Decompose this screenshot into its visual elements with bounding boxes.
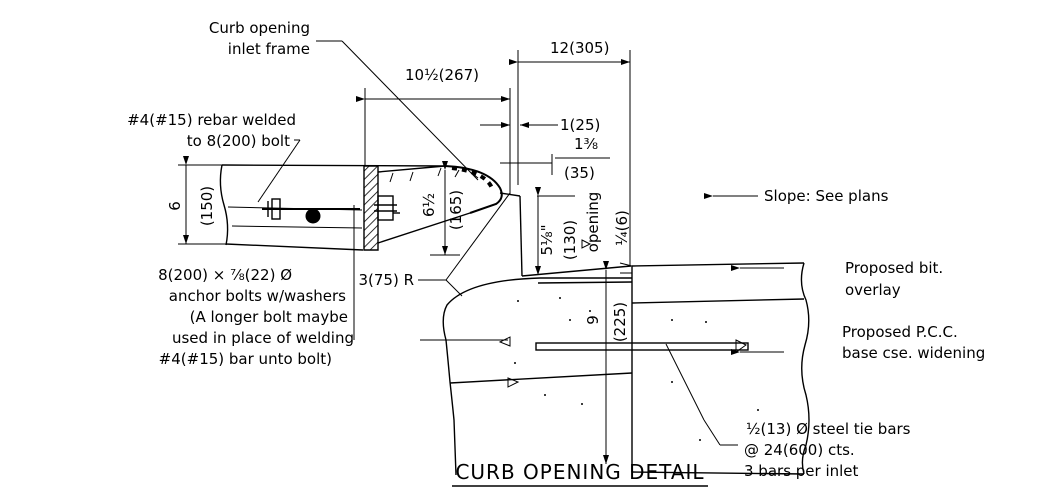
label-anchor-2: anchor bolts w/washers (169, 287, 346, 305)
label-pcc-1: Proposed P.C.C. (842, 323, 958, 341)
rebar-dot (305, 208, 321, 224)
dim-165-b: (165) (447, 190, 465, 230)
dim-35-bottom: (35) (564, 164, 595, 182)
inlet-frame (363, 165, 503, 251)
label-pcc-2: base cse. widening (842, 344, 985, 362)
dim-25: 1(25) (560, 116, 600, 134)
label-anchor-3: (A longer bolt maybe (190, 308, 348, 326)
dim-305: 12(305) (550, 39, 609, 57)
dim-267: 10½(267) (405, 66, 479, 84)
drawing-title: CURB OPENING DETAIL (452, 460, 708, 487)
label-slope: Slope: See plans (764, 187, 889, 205)
label-curb-frame-2: inlet frame (228, 40, 310, 58)
label-tie-2: @ 24(600) cts. (744, 441, 855, 459)
label-overlay-2: overlay (845, 281, 901, 299)
label-radius: 3(75) R (358, 271, 414, 289)
title-text: CURB OPENING DETAIL (455, 460, 704, 484)
leader-lines (257, 40, 784, 446)
dimension-text: 12(305) 10½(267) 1(25) 1⅜ (35) 6 (150) 6… (166, 39, 631, 342)
dim-150-b: (150) (198, 186, 216, 226)
dim-35-top: 1⅜ (574, 135, 598, 153)
labels: Curb opening inlet frame #4(#15) rebar w… (127, 19, 985, 480)
label-anchor-4: used in place of welding (172, 329, 354, 347)
dim-46: ¼(6) (613, 210, 631, 246)
dim-165-a: 6½ (420, 193, 438, 217)
dim-130-b: (130) (561, 220, 579, 260)
existing-curb (219, 164, 446, 251)
label-rebar-2: to 8(200) bolt (187, 132, 290, 150)
pavement (631, 262, 810, 475)
dim-130-a: 5⅛" (538, 225, 556, 256)
dim-150-a: 6 (166, 201, 184, 211)
label-anchor-1: 8(200) × ⅞(22) Ø (158, 266, 292, 284)
label-tie-3: 3 bars per inlet (744, 462, 859, 480)
label-opening: opening (584, 192, 602, 253)
label-tie-1: ½(13) Ø steel tie bars (746, 420, 911, 438)
label-curb-frame-1: Curb opening (209, 19, 310, 37)
dimension-lines (178, 50, 633, 464)
dim-225-b: (225) (611, 302, 629, 342)
label-anchor-5: #4(#15) bar unto bolt) (159, 350, 332, 368)
label-rebar-1: #4(#15) rebar welded (127, 111, 296, 129)
label-overlay-1: Proposed bit. (845, 259, 943, 277)
dim-225-a: 9 (584, 315, 602, 325)
